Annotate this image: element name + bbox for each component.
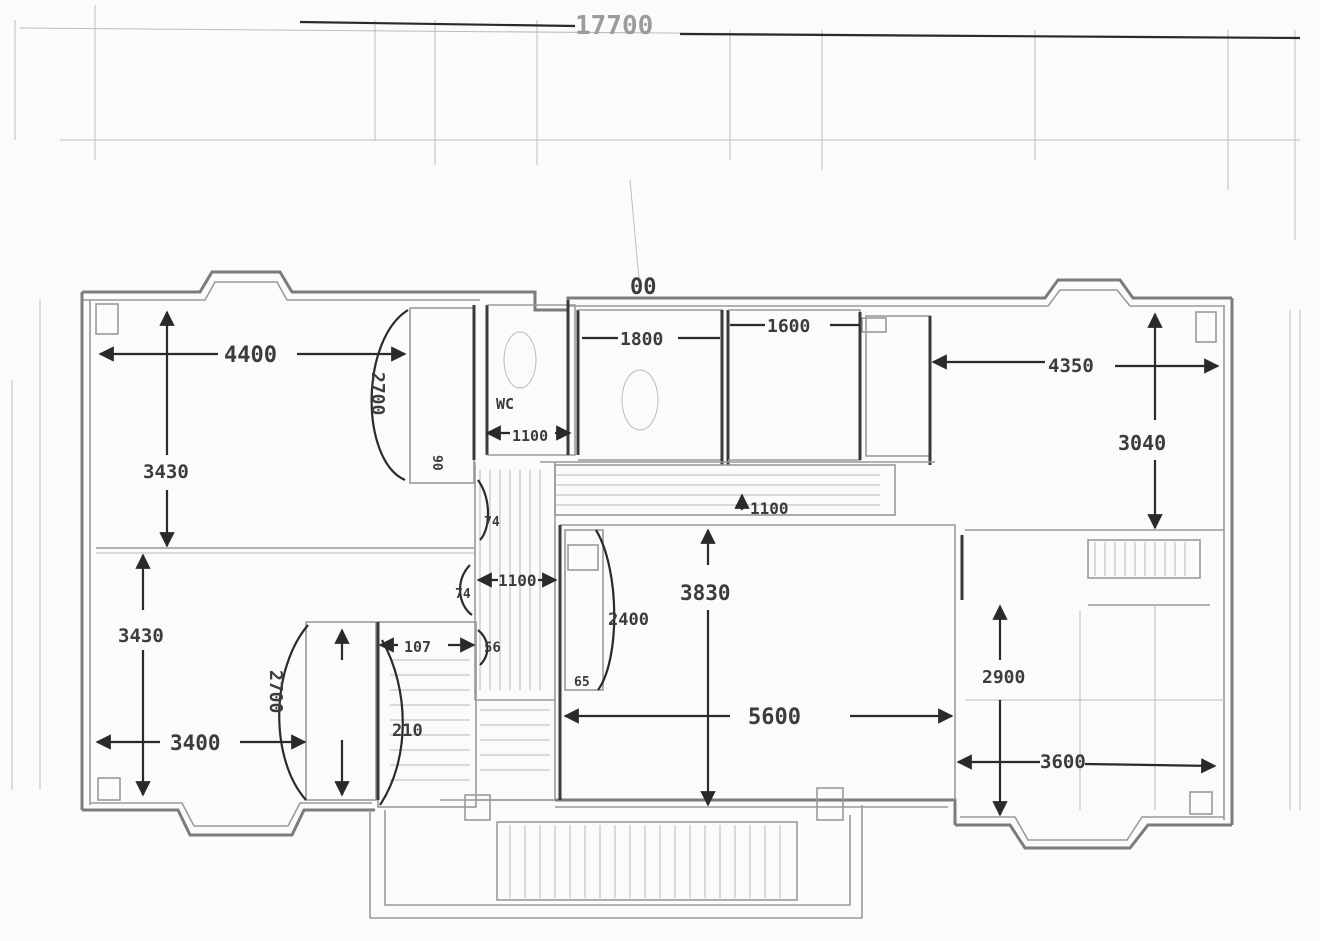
dimension-labels: 17700 00 WC 4400 3430 2700 90 1100 1800 …	[118, 11, 1166, 773]
room-se-width-label: 3600	[1040, 751, 1086, 773]
corridor-width-label: 1100	[750, 499, 789, 518]
bath-56-label: 56	[484, 640, 501, 656]
closet-nw-small-label: 90	[429, 455, 444, 471]
overall-width-label: 17700	[575, 11, 653, 41]
kitchen-65-label: 65	[574, 675, 590, 690]
wc-label: WC	[496, 395, 514, 413]
closet-sw-label: 2700	[265, 670, 286, 713]
bath-210-label: 210	[392, 721, 423, 741]
wc-width-label: 1100	[512, 427, 548, 445]
kitchen-2400-label: 2400	[608, 610, 649, 630]
bath-107-label: 107	[404, 638, 431, 656]
column-markers	[95, 303, 1217, 821]
room-nw-depth-label: 3430	[143, 461, 189, 483]
interior-walls	[96, 300, 1224, 919]
room-sw-depth-label: 3430	[118, 625, 164, 647]
room-n1-width-label: 1800	[620, 329, 663, 350]
curved-dimension-arcs	[278, 309, 616, 806]
hall-74a-label: 74	[484, 515, 500, 530]
hall-74b-label: 74	[455, 587, 471, 602]
room-ne-width-label: 4350	[1048, 355, 1094, 377]
construction-lines	[11, 5, 1301, 810]
room-se-depth-label: 2900	[982, 667, 1025, 688]
room-ne-depth-label: 3040	[1118, 431, 1166, 455]
room-sw-width-label: 3400	[170, 731, 221, 755]
hall-width-label: 1100	[498, 571, 537, 590]
room-nw-width-label: 4400	[224, 343, 277, 368]
north-mark-label: 00	[630, 275, 657, 300]
room-n2-width-label: 1600	[767, 316, 810, 337]
dimension-arrows	[95, 20, 1301, 817]
closet-nw-label: 2700	[367, 372, 388, 415]
living-width-label: 5600	[748, 705, 801, 730]
living-depth-label: 3830	[680, 581, 731, 605]
exterior-walls	[80, 270, 1234, 850]
